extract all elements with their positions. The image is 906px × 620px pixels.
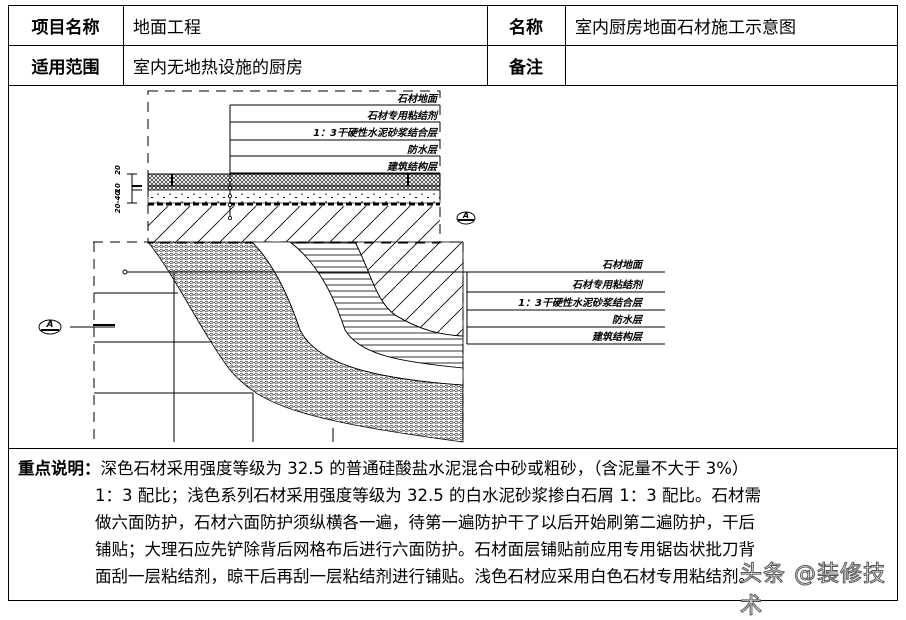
dimension-label: 10 (114, 183, 122, 193)
watermark: 头条 @装修技术 (740, 562, 886, 620)
notes-line: 面刮一层粘结剂，晾干后再刮一层粘结剂进行铺贴。浅色石材应采用白色石材专用粘结剂。 (95, 567, 755, 586)
stone-region (147, 241, 464, 443)
notes-line: 做六面防护，石材六面防护须纵横各一遍，待第一遍防护干了以后开始刷第二遍防护，干后 (95, 513, 755, 532)
table-border-row (8, 448, 898, 449)
structure-layer (148, 206, 440, 243)
layer-label: 防水层 (407, 144, 439, 156)
name-label: 名称 (509, 17, 543, 38)
upper-section: 石材地面 石材专用粘结剂 1：3干硬性水泥砂浆结合层 防水层 建筑结构层 20 … (114, 90, 476, 244)
layer-label: 防水层 (612, 314, 644, 326)
svg-text:A: A (46, 320, 54, 330)
layer-label: 1：3干硬性水泥砂浆结合层 (313, 127, 439, 139)
table-col-divider (565, 5, 566, 85)
scope-label: 适用范围 (31, 57, 100, 78)
notes-line: 深色石材采用强度等级为 32.5 的普通硅酸盐水泥混合中砂或粗砂，（含泥量不大于… (100, 459, 749, 478)
section-marker-a: A (38, 319, 62, 335)
layer-label: 建筑结构层 (386, 161, 439, 173)
table-border-row (8, 85, 898, 86)
layer-label: 1：3干硬性水泥砂浆结合层 (518, 297, 644, 309)
dimension-label: 20 (114, 165, 122, 175)
table-col-divider (487, 5, 488, 85)
table-border-bottom (8, 600, 898, 601)
section-marker-a: A (456, 211, 476, 225)
layer-label: 建筑结构层 (591, 331, 644, 343)
table-col-divider (123, 5, 124, 85)
table-border-right (897, 5, 898, 601)
layer-label: 石材专用粘结剂 (367, 110, 439, 122)
project-name-label: 项目名称 (31, 17, 100, 38)
mortar-layer (147, 189, 441, 204)
notes-label: 重点说明： (18, 459, 101, 478)
svg-text:A: A (462, 211, 469, 220)
project-name-value: 地面工程 (133, 17, 201, 38)
table-border-top (8, 5, 898, 6)
table-border-row (8, 45, 898, 46)
layer-label: 石材专用粘结剂 (572, 279, 644, 291)
name-value: 室内厨房地面石材施工示意图 (575, 17, 796, 38)
scope-value: 室内无地热设施的厨房 (133, 57, 303, 78)
key-notes: 重点说明：深色石材采用强度等级为 32.5 的普通硅酸盐水泥混合中砂或粗砂，（含… (18, 455, 888, 590)
notes-line: 铺贴；大理石应先铲除背后网格布后进行六面防护。石材面层铺贴前应用专用锯齿状批刀背 (95, 540, 755, 559)
stone-layer (147, 173, 441, 187)
remarks-label: 备注 (509, 57, 543, 78)
table-border-left (8, 5, 9, 601)
detail-section: A 石材地面 石材专用粘结剂 1：3干硬性水泥砂浆结合层 防水层 建筑结构层 (38, 241, 665, 443)
floor-section-drawing: 石材地面 石材专用粘结剂 1：3干硬性水泥砂浆结合层 防水层 建筑结构层 20 … (38, 90, 665, 443)
dimension-label: 20-40 (114, 191, 122, 214)
layer-label: 石材地面 (602, 259, 644, 271)
notes-line: 1：3 配比；浅色系列石材采用强度等级为 32.5 的白水泥砂浆掺白石屑 1：3… (95, 486, 761, 505)
layer-label: 石材地面 (397, 93, 439, 105)
adhesive-layer (147, 185, 441, 191)
